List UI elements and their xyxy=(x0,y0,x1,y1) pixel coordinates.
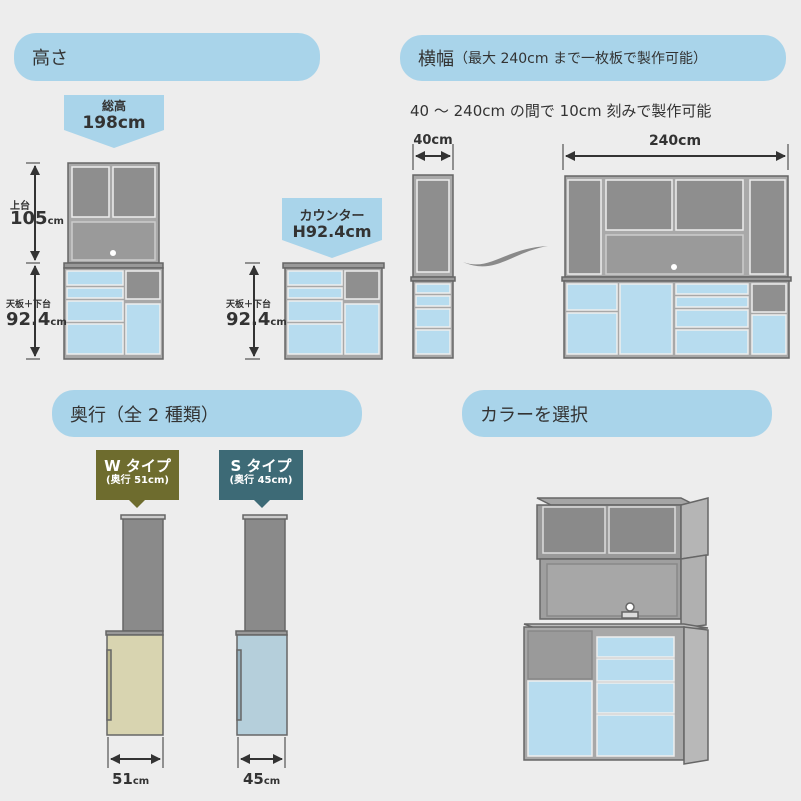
color-cupboard-drawing xyxy=(523,497,709,765)
w-depth-value: 51cm xyxy=(112,770,149,788)
depth-section-title: 奥行（全 2 種類） xyxy=(70,404,219,426)
upper-height-label: 上台 xyxy=(10,201,30,212)
counter-lower-height-number: 92.4 xyxy=(226,309,271,330)
w-depth-unit: cm xyxy=(132,776,150,787)
counter-lower-height-label: 天板＋下台 xyxy=(226,300,272,310)
width-section-note: （最大 240cm まで一枚板で製作可能） xyxy=(454,51,707,67)
w-depth-number: 51 xyxy=(112,770,133,788)
width-section-header: 横幅 （最大 240cm まで一枚板で製作可能） xyxy=(400,35,786,81)
lower-height-label: 天板＋下台 xyxy=(6,300,52,310)
upper-height-value: 105cm xyxy=(10,208,64,229)
color-section-title: カラーを選択 xyxy=(480,404,588,426)
s-depth-unit: cm xyxy=(263,776,281,787)
w-type-sub: (奥行 51cm) xyxy=(106,475,169,486)
height-section-header: 高さ xyxy=(14,33,320,81)
depth-section-header: 奥行（全 2 種類） xyxy=(52,390,362,437)
width-range-text: 40 〜 240cm の間で 10cm 刻みで製作可能 xyxy=(410,102,712,120)
s-type-badge-bg xyxy=(219,450,303,508)
s-type-name: S タイプ xyxy=(230,457,292,475)
counter-lower-height-value: 92.4cm xyxy=(226,309,287,330)
total-height-value: 198cm xyxy=(82,113,146,133)
wave-separator xyxy=(463,246,548,267)
total-height-label: 総高 xyxy=(101,99,126,113)
height-section-title: 高さ xyxy=(32,48,68,69)
narrow-cabinet-drawing xyxy=(410,174,456,359)
upper-height-number: 105 xyxy=(10,208,48,229)
tall-cupboard-drawing xyxy=(63,162,164,360)
lower-height-number: 92.4 xyxy=(6,309,51,330)
counter-drawing xyxy=(282,262,385,360)
total-height-banner xyxy=(64,95,164,148)
counter-height-label: カウンター xyxy=(299,209,365,224)
w-type-side-drawing xyxy=(105,514,166,736)
counter-lower-height-unit: cm xyxy=(270,317,287,328)
upper-height-unit: cm xyxy=(47,216,64,227)
counter-height-value: H92.4cm xyxy=(292,222,372,241)
lower-height-unit: cm xyxy=(50,317,67,328)
w-type-badge: W タイプ (奥行 51cm) xyxy=(96,457,179,487)
s-depth-number: 45 xyxy=(243,770,264,788)
s-type-sub: (奥行 45cm) xyxy=(229,475,293,486)
wide-cabinet-drawing xyxy=(561,175,792,359)
min-width-value: 40cm xyxy=(413,133,453,148)
s-type-badge: S タイプ (奥行 45cm) xyxy=(219,457,303,487)
width-section-title: 横幅 xyxy=(418,49,454,70)
w-type-badge-bg xyxy=(96,450,179,508)
lower-height-value: 92.4cm xyxy=(6,309,67,330)
color-section-header: カラーを選択 xyxy=(462,390,772,437)
max-width-value: 240cm xyxy=(648,133,702,149)
s-type-side-drawing xyxy=(235,514,288,736)
w-type-name: W タイプ xyxy=(104,457,171,475)
s-depth-value: 45cm xyxy=(243,770,280,788)
counter-height-banner xyxy=(282,198,382,258)
